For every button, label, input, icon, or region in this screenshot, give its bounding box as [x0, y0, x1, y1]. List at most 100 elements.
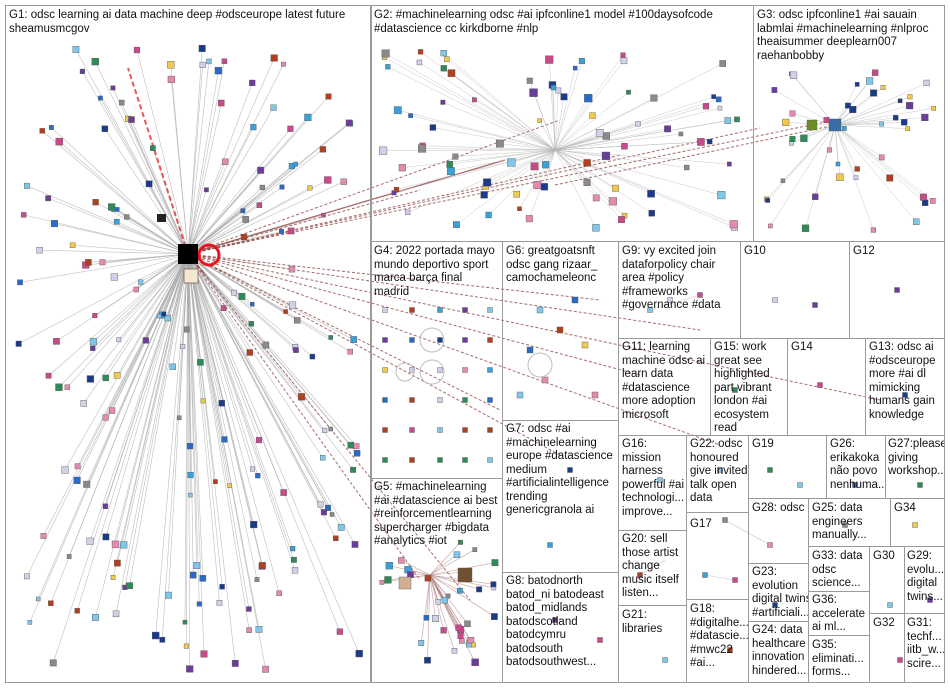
- node-g2[interactable]: [542, 161, 550, 169]
- node-g1[interactable]: [61, 466, 69, 474]
- node-g1[interactable]: [138, 279, 144, 285]
- node-g2[interactable]: [650, 94, 658, 102]
- node-g1[interactable]: [145, 180, 153, 188]
- node-small[interactable]: [732, 577, 738, 583]
- node-g5[interactable]: [457, 587, 463, 594]
- node-g2[interactable]: [726, 161, 732, 167]
- node-g1[interactable]: [40, 533, 47, 539]
- node-g5[interactable]: [424, 656, 431, 664]
- node-g2[interactable]: [416, 59, 423, 66]
- node-g1[interactable]: [307, 185, 313, 191]
- node-small[interactable]: [912, 522, 918, 528]
- node-g3[interactable]: [826, 147, 832, 153]
- node-g1[interactable]: [337, 524, 345, 531]
- node-g1[interactable]: [120, 541, 128, 549]
- node-g1[interactable]: [257, 166, 265, 174]
- node-g1[interactable]: [187, 472, 194, 479]
- node-g4[interactable]: [462, 397, 468, 403]
- node-g4[interactable]: [382, 367, 388, 373]
- node-small[interactable]: [662, 657, 668, 663]
- node-g1[interactable]: [294, 317, 301, 324]
- node-g1[interactable]: [259, 562, 266, 569]
- node-small[interactable]: [717, 467, 723, 473]
- node-g1[interactable]: [133, 286, 139, 293]
- node-g3[interactable]: [870, 227, 876, 233]
- node-g1[interactable]: [66, 554, 72, 559]
- node-g2[interactable]: [647, 189, 655, 198]
- node-g3-hub[interactable]: [828, 118, 842, 132]
- node-g1[interactable]: [199, 575, 207, 582]
- node-g2[interactable]: [664, 125, 671, 133]
- node-g2[interactable]: [393, 106, 402, 115]
- node-g1[interactable]: [92, 199, 99, 206]
- node-g1[interactable]: [219, 584, 225, 590]
- node-g1[interactable]: [85, 259, 92, 266]
- node-g1[interactable]: [255, 626, 263, 633]
- node-small[interactable]: [812, 302, 818, 308]
- node-g1[interactable]: [102, 533, 110, 541]
- node-g2[interactable]: [621, 142, 628, 150]
- node-g4[interactable]: [409, 367, 415, 373]
- node-g1[interactable]: [128, 116, 135, 123]
- node-g1[interactable]: [186, 443, 194, 450]
- node-g1[interactable]: [262, 665, 269, 673]
- node-g1[interactable]: [99, 259, 106, 266]
- node-g1[interactable]: [221, 436, 228, 443]
- node-small[interactable]: [797, 482, 803, 488]
- node-small[interactable]: [552, 617, 558, 623]
- node-g1[interactable]: [350, 336, 358, 343]
- node-g1[interactable]: [108, 203, 116, 211]
- node-g1[interactable]: [200, 398, 206, 404]
- node-g3[interactable]: [812, 193, 819, 200]
- node-g1[interactable]: [293, 347, 299, 353]
- node-g2[interactable]: [526, 77, 533, 84]
- node-g4[interactable]: [382, 397, 388, 403]
- node-g1[interactable]: [164, 591, 172, 599]
- node-g2[interactable]: [471, 97, 477, 103]
- node-g1[interactable]: [317, 501, 324, 508]
- node-g4[interactable]: [487, 457, 493, 463]
- node-g1[interactable]: [53, 338, 60, 345]
- node-g1[interactable]: [246, 627, 252, 633]
- node-g2[interactable]: [620, 57, 628, 65]
- node-g5[interactable]: [464, 620, 471, 628]
- node-g3-hub2[interactable]: [806, 119, 818, 131]
- node-g3[interactable]: [849, 106, 857, 114]
- node-g3[interactable]: [782, 118, 790, 126]
- node-g1[interactable]: [92, 614, 99, 621]
- node-g1[interactable]: [309, 353, 316, 360]
- node-g2[interactable]: [717, 191, 726, 200]
- node-g1[interactable]: [328, 426, 333, 432]
- node-g6[interactable]: [541, 376, 549, 384]
- node-g3[interactable]: [886, 174, 894, 182]
- node-g3[interactable]: [931, 105, 936, 111]
- node-small[interactable]: [667, 297, 673, 303]
- node-g1[interactable]: [21, 212, 27, 218]
- node-small[interactable]: [767, 542, 773, 548]
- node-g3[interactable]: [923, 79, 930, 86]
- node-g2[interactable]: [572, 65, 578, 71]
- node-g3[interactable]: [913, 218, 920, 225]
- node-g2[interactable]: [589, 112, 596, 119]
- node-g4[interactable]: [437, 367, 443, 373]
- node-g4[interactable]: [437, 337, 443, 343]
- node-g5[interactable]: [431, 615, 439, 622]
- node-g1[interactable]: [200, 650, 208, 658]
- node-g3[interactable]: [800, 134, 808, 142]
- node-g2[interactable]: [417, 49, 424, 55]
- node-g1-top[interactable]: [157, 214, 166, 222]
- node-g1[interactable]: [231, 660, 239, 667]
- node-small[interactable]: [902, 392, 908, 398]
- node-g2[interactable]: [446, 161, 453, 168]
- node-g1[interactable]: [304, 113, 312, 121]
- node-g1[interactable]: [231, 289, 237, 296]
- node-g1[interactable]: [227, 483, 232, 488]
- node-g2[interactable]: [496, 139, 504, 148]
- node-g2[interactable]: [560, 93, 568, 101]
- node-g1[interactable]: [112, 610, 120, 618]
- node-g2[interactable]: [618, 216, 625, 224]
- node-g3[interactable]: [879, 121, 884, 127]
- node-g1[interactable]: [189, 571, 197, 579]
- node-g2[interactable]: [601, 151, 611, 161]
- node-g1[interactable]: [193, 562, 201, 569]
